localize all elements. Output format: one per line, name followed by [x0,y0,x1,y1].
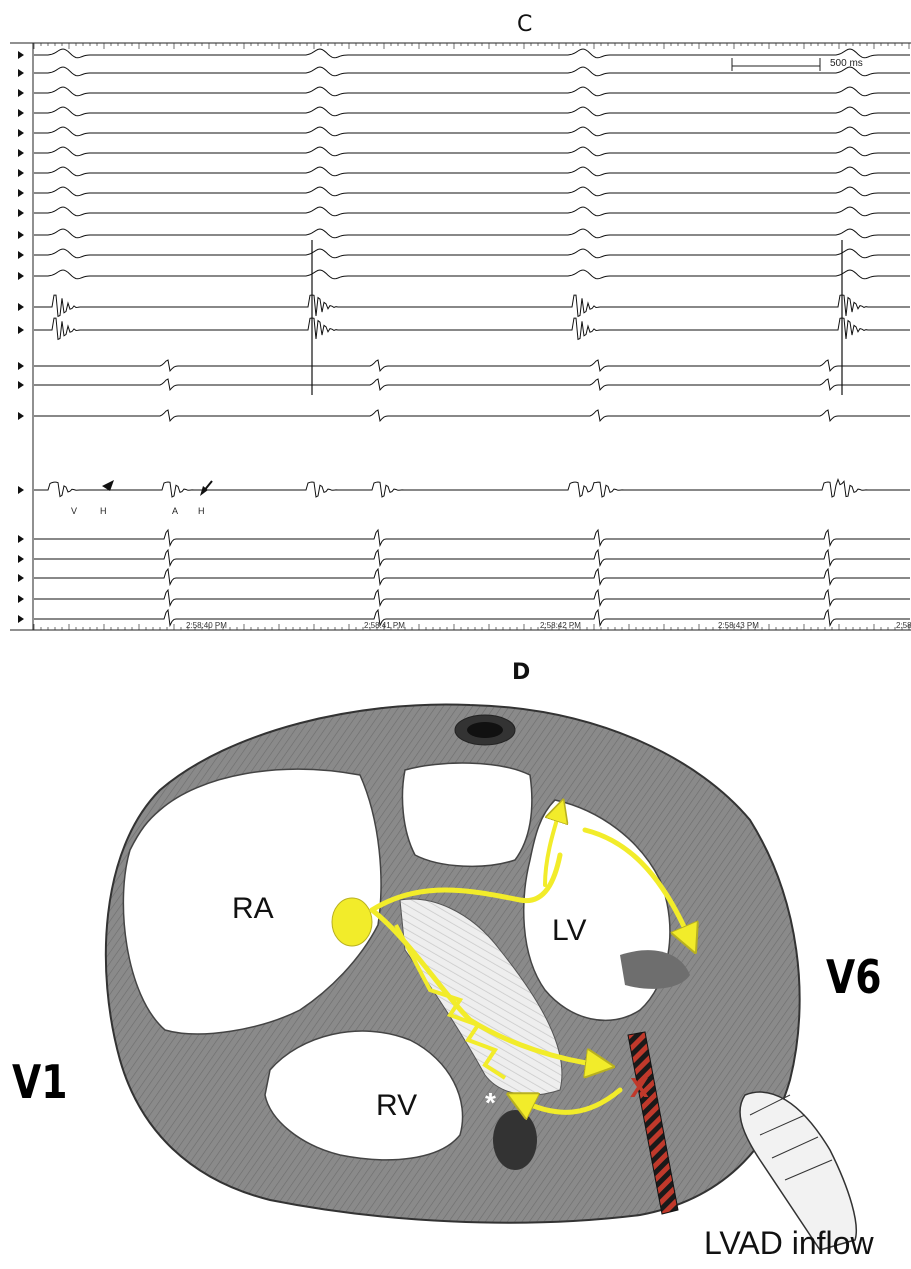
arrowhead-icon [102,480,114,491]
marker-v: V [71,506,77,516]
tracings [34,49,910,625]
label-ra: RA [232,892,274,925]
timestamp: 2:58 [896,621,911,630]
scale-bar: 500 ms [732,58,863,71]
sinus-node [332,898,372,946]
label-rv: RV [376,1089,417,1122]
channel-markers [18,51,24,623]
timestamp: 2:58:42 PM [540,621,581,630]
lvad-inflow-label: LVAD inflow [704,1225,874,1262]
timestamp: 2:58:41 PM [364,621,405,630]
aortic-root-cavity [402,763,531,866]
time-ticks-bottom [34,624,909,630]
time-ticks-top [34,43,909,49]
heart-diagram: RA LV RV * X [0,690,911,1269]
asterisk: * [485,1087,496,1118]
conduction-block-x: X [630,1072,649,1103]
timestamp: 2:58:40 PM [186,621,227,630]
timestamp: 2:58:43 PM [718,621,759,630]
lead-v1-label: V1 [12,1055,67,1109]
panel-d-letter: D [512,660,530,685]
marker-h: H [198,506,205,516]
marker-a: A [172,506,178,516]
label-lv: LV [552,914,586,947]
marker-h: H [100,506,107,516]
scale-bar-label: 500 ms [830,58,863,69]
electrogram-panel: 500 ms 2:58:40 PM 2:58:41 PM 2:58:42 PM … [0,0,911,640]
recess [493,1110,537,1170]
lead-v6-label: V6 [826,950,881,1004]
